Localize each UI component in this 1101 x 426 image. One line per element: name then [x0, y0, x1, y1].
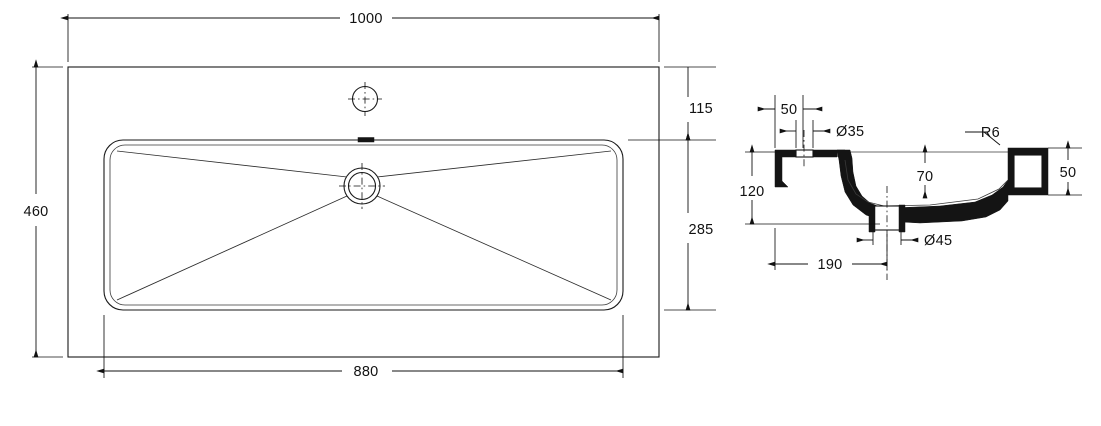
dim-overall-depth: 460 [23, 59, 48, 358]
tap-boss [795, 149, 814, 158]
dim-bowl-depth: 285 [685, 132, 713, 311]
rear-rim-box [1007, 147, 1049, 196]
dim-tap-hole-diameter: Ø35 [779, 124, 864, 140]
dim-label-corner-radius: R6 [981, 125, 1000, 141]
dim-label-drain-from-left: 190 [817, 257, 842, 273]
dim-label-front-rim-height: 50 [1060, 165, 1077, 181]
dim-tap-hole-to-rear: 115 [685, 67, 713, 141]
dim-label-overall-height: 120 [739, 184, 764, 200]
dim-label-tap-hole-diameter: Ø35 [836, 124, 864, 140]
dim-corner-radius: R6 [965, 125, 1001, 146]
section-view: 50 Ø35 R6 50 70 120 [739, 95, 1082, 280]
plan-extension-lines [32, 14, 716, 378]
dim-rear-rim-width: 50 [757, 102, 823, 118]
dim-label-tap-hole-to-rear: 115 [689, 101, 713, 117]
dim-label-bowl-depth: 285 [688, 222, 713, 238]
dim-drain-from-left: 190 [767, 257, 888, 273]
basin-bowl [109, 144, 618, 306]
dim-label-drain-diameter: Ø45 [924, 233, 952, 249]
dim-bowl-width: 880 [96, 364, 624, 380]
dim-bowl-inner-depth: 70 [917, 144, 934, 199]
section-extension-lines [745, 95, 1082, 270]
dim-label-overall-width: 1000 [349, 11, 382, 27]
dim-label-overall-depth: 460 [23, 204, 48, 220]
tap-hole [348, 82, 382, 116]
slope-lines [116, 150, 612, 301]
dim-label-bowl-width: 880 [353, 364, 378, 380]
drain-hole [339, 163, 385, 209]
basin-rim [103, 139, 624, 311]
overflow-slot [357, 137, 375, 143]
dim-label-bowl-inner-depth: 70 [917, 169, 934, 185]
countertop-outline [67, 66, 660, 358]
dim-drain-diameter: Ø45 [856, 233, 952, 249]
dim-front-rim-height: 50 [1060, 140, 1077, 196]
dim-overall-height: 120 [739, 144, 764, 225]
plan-view: 1000 460 115 285 880 [23, 11, 716, 380]
dim-overall-width: 1000 [60, 11, 660, 27]
basin-wall-profile [836, 149, 1009, 224]
dim-label-rear-rim-width: 50 [781, 102, 798, 118]
